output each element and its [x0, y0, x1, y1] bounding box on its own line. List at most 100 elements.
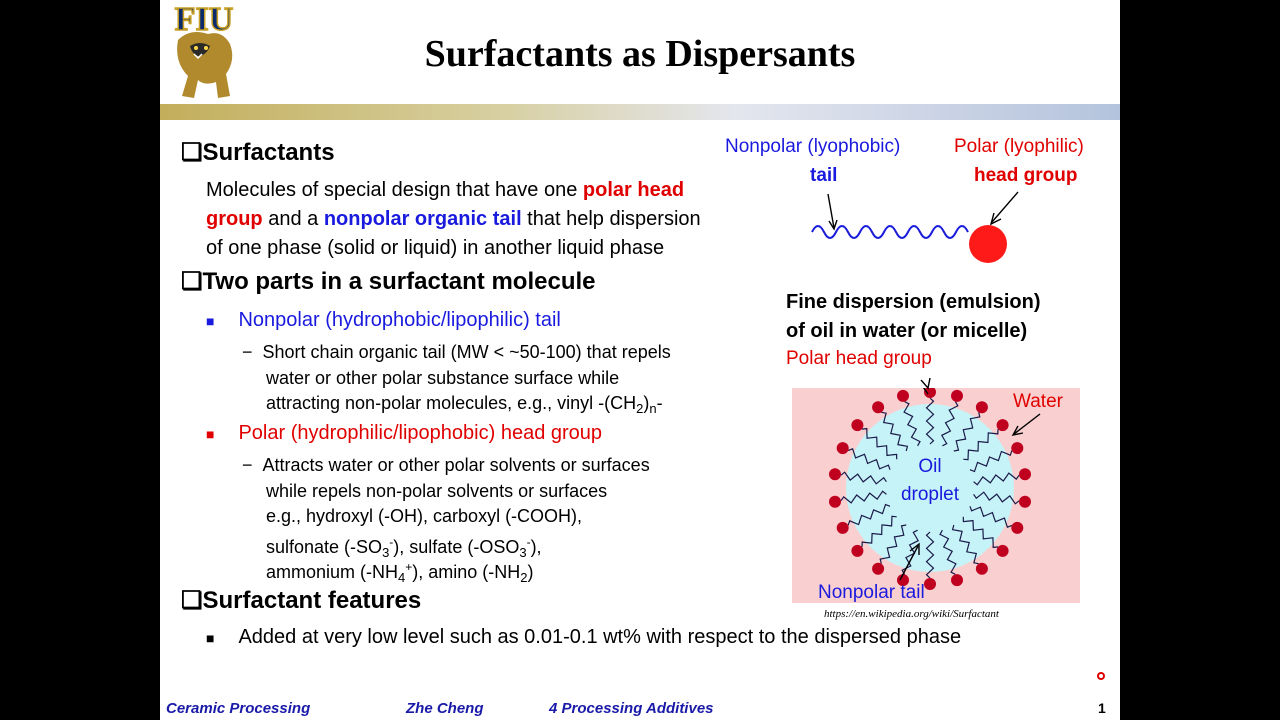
- nonpolar-tail-pointer: [899, 545, 919, 581]
- micelle-head-dot: [851, 419, 864, 432]
- micelle-tail-wave: [951, 524, 979, 565]
- polar-head-emphasis: polar head: [582, 179, 685, 201]
- pointer-cursor-icon: [1097, 672, 1105, 680]
- title-divider-bar: [160, 104, 1120, 120]
- micelle-tail-wave: [903, 401, 921, 447]
- heading-two-parts: ❏Two parts in a surfactant molecule: [181, 267, 596, 296]
- nonpolar-tail-label: Nonpolar tail: [818, 582, 925, 603]
- molecule-nonpolar-label: Nonpolar (lyophobic): [725, 136, 901, 157]
- footer-course: Ceramic Processing: [166, 700, 311, 717]
- dash-bullet-icon: −: [242, 455, 253, 475]
- polar-desc-4: sulfonate (-SO3-), sulfate (-OSO3-),: [266, 534, 542, 560]
- droplet-label: droplet: [901, 484, 960, 505]
- polar-head-pointer: [922, 388, 929, 395]
- micelle-head-dot: [951, 574, 963, 587]
- micelle-tail-wave: [925, 397, 935, 445]
- checkbox-bullet-icon: ❏: [181, 587, 203, 614]
- nonpolar-tail-emphasis: nonpolar organic tail: [323, 208, 522, 230]
- micelle-head-dot: [924, 578, 936, 590]
- nonpolar-tail-item: ■Nonpolar (hydrophobic/lipophilic) tail: [206, 309, 561, 331]
- footer-topic: 4 Processing Additives: [549, 700, 714, 717]
- micelle-head-dot: [1011, 521, 1024, 534]
- polar-desc-1: − Attracts water or other polar solvents…: [242, 455, 650, 475]
- micelle-tail-wave: [847, 448, 891, 470]
- micelle-head-dot: [897, 574, 909, 587]
- oil-label: Oil: [918, 456, 941, 477]
- micelle-tail-wave: [963, 429, 999, 461]
- micelle-tail-wave: [953, 412, 981, 452]
- molecule-wavy-tail: [811, 225, 969, 239]
- image-source: https://en.wikipedia.org/wiki/Surfactant: [824, 608, 999, 620]
- micelle-polar-head-label: Polar head group: [786, 348, 932, 369]
- definition-line-2: group and a nonpolar organic tail that h…: [206, 208, 701, 230]
- micelle-tail-wave: [940, 401, 959, 447]
- heading-surfactants: ❏Surfactants: [181, 138, 335, 167]
- heading-surfactants-text: Surfactants: [202, 139, 335, 166]
- water-label: Water: [1013, 391, 1064, 412]
- definition-line-1: Molecules of special design that have on…: [206, 179, 685, 201]
- micelle-tail-wave: [925, 531, 935, 579]
- micelle-head-dot: [996, 544, 1009, 557]
- polar-head-arrowhead: [920, 377, 931, 390]
- micelle-head-dot: [836, 442, 849, 455]
- micelle-tail-wave: [969, 450, 1013, 473]
- page-number: 1: [1098, 700, 1106, 716]
- nonpolar-desc-1: − Short chain organic tail (MW < ~50-100…: [242, 342, 671, 362]
- micelle-tail-wave: [879, 524, 907, 564]
- molecule-tail-label: tail: [810, 165, 838, 186]
- nonpolar-desc-2: water or other polar substance surface w…: [266, 367, 620, 388]
- oil-droplet: [846, 404, 1014, 572]
- square-bullet-icon: ■: [206, 313, 215, 329]
- micelle-tail-wave: [962, 516, 999, 549]
- micelle-tail-wave: [969, 506, 1013, 528]
- surfactant-molecule-diagram: [811, 191, 1019, 263]
- square-bullet-icon: ■: [206, 630, 215, 646]
- micelle-heads: [829, 388, 1031, 590]
- micelle-tail-wave: [861, 427, 898, 460]
- polar-desc-2: while repels non-polar solvents or surfa…: [266, 480, 608, 501]
- micelle-head-dot: [1011, 442, 1024, 455]
- micelle-head-dot: [836, 521, 849, 534]
- micelle-tail-wave: [847, 503, 891, 526]
- micelle-tails: [840, 397, 1020, 579]
- slide-title: Surfactants as Dispersants: [424, 33, 856, 75]
- footer: Ceramic Processing Zhe Cheng 4 Processin…: [160, 698, 1120, 720]
- polar-desc-5: ammonium (-NH4+), amino (-NH2): [266, 560, 534, 585]
- micelle-diagram: Oil droplet Water Nonpolar tail: [792, 388, 1080, 603]
- heading-features-text: Surfactant features: [202, 587, 422, 614]
- micelle-head-dot: [872, 562, 885, 575]
- micelle-head-dot: [996, 419, 1009, 432]
- micelle-head-dot: [897, 389, 909, 402]
- polar-desc-3: e.g., hydroxyl (-OH), carboxyl (-COOH),: [266, 506, 583, 526]
- molecule-polar-label: Polar (lyophilic): [954, 136, 1084, 157]
- tail-pointer-arrow: [827, 193, 835, 229]
- checkbox-bullet-icon: ❏: [181, 268, 203, 295]
- micelle-head-dot: [851, 544, 864, 557]
- svg-text:FIU: FIU: [175, 1, 234, 38]
- micelle-tail-wave: [939, 529, 957, 575]
- molecule-head-group-label: head group: [974, 165, 1078, 186]
- micelle-head-dot: [1019, 495, 1031, 508]
- checkbox-bullet-icon: ❏: [181, 139, 203, 166]
- micelle-tail-wave: [840, 490, 887, 504]
- micelle-head-dot: [829, 495, 841, 508]
- nonpolar-desc-3: attracting non-polar molecules, e.g., vi…: [266, 393, 663, 416]
- micelle-head-dot: [1019, 468, 1031, 481]
- square-bullet-icon: ■: [206, 426, 215, 442]
- dash-bullet-icon: −: [242, 342, 253, 362]
- micelle-head-dot: [829, 468, 841, 481]
- micelle-head-dot: [872, 401, 885, 414]
- micelle-tail-wave: [840, 471, 887, 485]
- molecule-polar-head: [969, 225, 1007, 263]
- polar-head-item: ■Polar (hydrophilic/lipophobic) head gro…: [206, 422, 603, 444]
- heading-features: ❏Surfactant features: [181, 586, 421, 615]
- definition-line-3: of one phase (solid or liquid) in anothe…: [206, 237, 665, 259]
- fiu-panther-logo: FIU: [174, 0, 234, 98]
- micelle-tail-wave: [881, 411, 909, 452]
- micelle-heading: Fine dispersion (emulsion) of oil in wat…: [786, 291, 1041, 342]
- slide: FIU Surfactants as Dispersants ❏Surfacta…: [160, 0, 1120, 720]
- micelle-tail-wave: [973, 472, 1020, 486]
- features-item: ■Added at very low level such as 0.01-0.…: [206, 626, 962, 648]
- head-pointer-arrow: [991, 191, 1019, 223]
- water-pointer: [1013, 413, 1041, 435]
